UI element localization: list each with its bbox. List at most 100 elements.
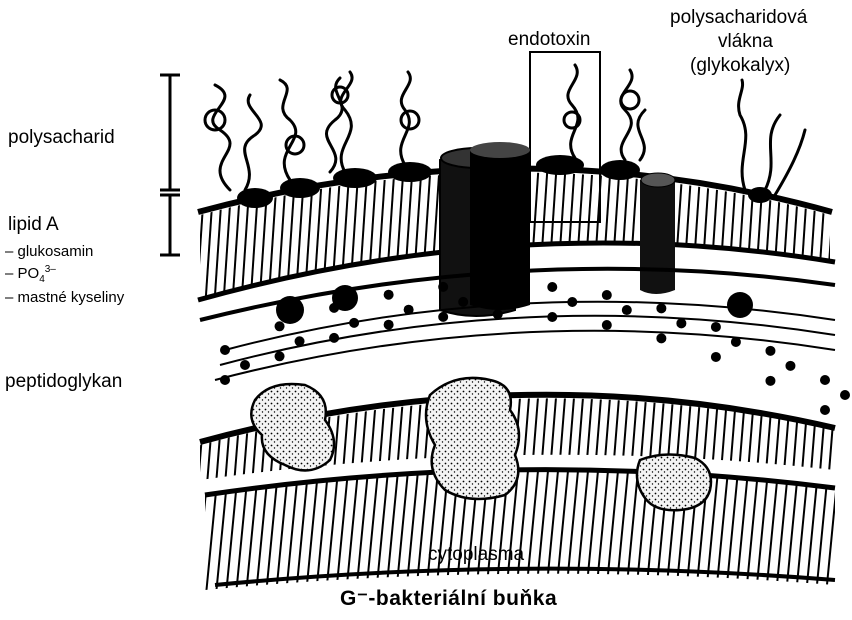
hatch-line <box>351 360 361 485</box>
hatch-line <box>549 360 559 485</box>
peptidoglycan-node <box>384 290 394 300</box>
hatch-line <box>720 360 730 485</box>
peptidoglycan-node <box>567 297 577 307</box>
peptidoglycan-node <box>547 312 557 322</box>
hatch-line <box>522 360 532 485</box>
peptidoglycan-node <box>329 333 339 343</box>
peptidoglycan-node <box>731 337 741 347</box>
peptidoglycan-node <box>493 279 503 289</box>
hatch-line <box>772 130 784 310</box>
hatch-line <box>745 130 757 310</box>
hatch-line <box>187 130 199 310</box>
hatch-line <box>594 360 604 485</box>
phosphate-base: – PO <box>5 265 39 282</box>
cytoplasm-label: cytoplasma <box>428 545 524 564</box>
peptidoglycan-label: peptidoglykan <box>5 372 122 391</box>
hatch-line <box>619 130 631 310</box>
hatch-line <box>621 360 631 485</box>
hatch-line <box>531 360 541 485</box>
hatch-line <box>333 360 343 485</box>
hatch-line <box>277 130 289 310</box>
hatch-line <box>322 130 334 310</box>
peptidoglycan-node <box>438 312 448 322</box>
hatch-line <box>180 360 190 485</box>
hatch-line <box>304 130 316 310</box>
hatch-line <box>178 130 190 310</box>
peptidoglycan-node <box>622 305 632 315</box>
hatch-line <box>369 360 379 485</box>
hatch-line <box>774 360 784 485</box>
peptidoglycan-node <box>602 290 612 300</box>
hatch-line <box>176 450 190 595</box>
hatch-line <box>378 360 388 485</box>
polysaccharide-loops <box>205 87 639 154</box>
hatch-line <box>738 360 748 485</box>
hatch-line <box>207 360 217 485</box>
hatch-line <box>234 360 244 485</box>
hatch-line <box>412 130 424 310</box>
hatch-line <box>313 130 325 310</box>
hatch-line <box>367 130 379 310</box>
hatch-line <box>783 360 793 485</box>
hatch-line <box>781 130 793 310</box>
peptidoglycan-node <box>513 294 523 304</box>
hatch-line <box>601 130 613 310</box>
hatch-line <box>186 450 200 595</box>
peptidoglycan-node <box>711 352 721 362</box>
peptidoglycan-node <box>547 282 557 292</box>
polysaccharide-label: polysacharid <box>8 128 115 147</box>
fibers-label-line2: vlákna <box>718 32 773 51</box>
hatch-line <box>826 450 840 595</box>
peptidoglycan-node <box>765 346 775 356</box>
peptidoglycan-node <box>458 297 468 307</box>
hatch-line <box>567 360 577 485</box>
hatch-line <box>709 130 721 310</box>
peptidoglycan-node <box>275 321 285 331</box>
hatch-line <box>612 360 622 485</box>
hatch-line <box>342 360 352 485</box>
hatch-line <box>295 130 307 310</box>
peptidoglycan-node <box>840 390 850 400</box>
hatch-line <box>405 360 415 485</box>
hatch-line <box>396 360 406 485</box>
peptidoglycan-node <box>676 318 686 328</box>
fibers-label-line1: polysacharidová <box>670 8 807 27</box>
peptidoglycan-node <box>820 375 830 385</box>
hatch-line <box>700 130 712 310</box>
hatch-line <box>718 130 730 310</box>
hatch-line <box>603 360 613 485</box>
peptidoglycan-node <box>240 360 250 370</box>
peptidoglycan-node <box>493 309 503 319</box>
hatch-line <box>358 130 370 310</box>
peptidoglycan-node <box>349 318 359 328</box>
hatch-line <box>763 130 775 310</box>
hatch-line <box>729 360 739 485</box>
hatch-line <box>628 130 640 310</box>
hatch-line <box>540 360 550 485</box>
peptidoglycan-node <box>656 303 666 313</box>
glucosamine-label: – glukosamin <box>5 244 93 259</box>
fibers-label-line3: (glykokalyx) <box>690 56 790 75</box>
hatch-line <box>558 360 568 485</box>
peptidoglycan-node <box>295 336 305 346</box>
hatch-line <box>682 130 694 310</box>
hatch-line <box>349 130 361 310</box>
hatch-line <box>576 360 586 485</box>
hatch-line <box>727 130 739 310</box>
endotoxin-label: endotoxin <box>508 30 590 49</box>
hatch-line <box>711 360 721 485</box>
peptidoglycan-node <box>275 351 285 361</box>
lipid-a-bracket <box>160 195 180 255</box>
hatch-line <box>754 130 766 310</box>
peptidoglycan-node <box>785 361 795 371</box>
peptidoglycan-node <box>820 405 830 415</box>
polysaccharide-bracket <box>160 75 180 190</box>
peptidoglycan-node <box>404 305 414 315</box>
hatch-line <box>414 360 424 485</box>
peptidoglycan-node <box>220 345 230 355</box>
fatty-acids-label: – mastné kyseliny <box>5 290 124 305</box>
peptidoglycan-node <box>329 303 339 313</box>
peptidoglycan-node <box>438 282 448 292</box>
